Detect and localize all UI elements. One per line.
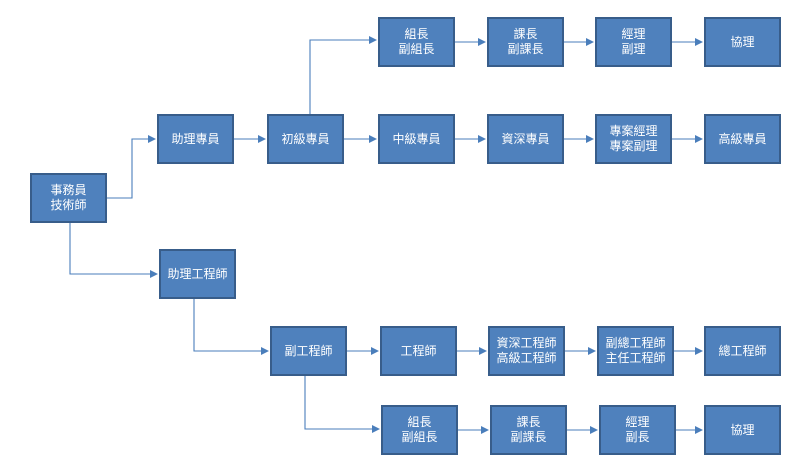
node-label-line: 高級工程師: [496, 351, 557, 365]
node-label-line: 助理工程師: [167, 266, 228, 281]
node-label-line: 副組長: [398, 42, 435, 56]
node-assistant-engineer: 助理工程師: [159, 249, 236, 299]
node-label-line: 中級專員: [392, 131, 441, 146]
node-label-line: 工程師: [400, 343, 437, 358]
node-label-line: 總工程師: [718, 343, 767, 358]
node-team-leader-engineering: 組長 副組長: [381, 405, 458, 455]
node-senior-engineer: 資深工程師 高級工程師: [488, 326, 565, 376]
connector-clerk-to-assistant-engineer: [69, 223, 158, 278]
node-label-line: 副組長: [401, 430, 438, 444]
node-label-line: 副理: [621, 42, 646, 56]
node-team-leader-admin: 組長 副組長: [378, 17, 455, 67]
node-label-line: 課長: [516, 415, 541, 429]
connector-junior-to-team-leader: [309, 36, 377, 114]
node-label-line: 初級專員: [281, 131, 330, 146]
node-label-line: 副課長: [507, 42, 544, 56]
node-label-line: 主任工程師: [605, 351, 666, 365]
node-label-line: 經理: [625, 415, 650, 429]
node-assistant-vp-admin: 協理: [704, 17, 781, 67]
node-label-line: 專案經理: [609, 124, 658, 138]
node-label-line: 專案副理: [609, 139, 658, 153]
node-section-chief-admin: 課長 副課長: [487, 17, 564, 67]
node-label-line: 課長: [513, 27, 538, 41]
connector-associate-to-team-leader-2: [304, 376, 380, 433]
node-section-chief-engineering: 課長 副課長: [490, 405, 567, 455]
node-label-line: 副課長: [510, 430, 547, 444]
node-label-line: 資深專員: [501, 131, 550, 146]
node-label-line: 協理: [730, 422, 755, 437]
node-label-line: 技術師: [50, 198, 87, 212]
node-associate-engineer: 副工程師: [270, 326, 347, 376]
node-clerk-technician: 事務員 技術師: [30, 173, 107, 223]
node-label-line: 組長: [407, 415, 432, 429]
node-label-line: 助理專員: [171, 131, 220, 146]
node-label-line: 高級專員: [718, 131, 767, 146]
node-chief-engineer: 總工程師: [704, 326, 781, 376]
node-assistant-vp-engineering: 協理: [704, 405, 781, 455]
node-deputy-chief-engineer: 副總工程師 主任工程師: [597, 326, 674, 376]
node-manager-engineering: 經理 副長: [599, 405, 676, 455]
connector-assistant-engineer-to-associate-engineer: [193, 299, 269, 355]
node-senior-specialist: 資深專員: [487, 114, 564, 164]
node-label-line: 副工程師: [284, 343, 333, 358]
node-project-manager: 專案經理 專案副理: [595, 114, 672, 164]
node-assistant-specialist: 助理專員: [157, 114, 234, 164]
node-label-line: 協理: [730, 34, 755, 49]
node-intermediate-specialist: 中級專員: [378, 114, 455, 164]
connector-clerk-to-assistant-specialist: [107, 135, 156, 199]
node-label-line: 副長: [625, 430, 650, 444]
node-label-line: 經理: [621, 27, 646, 41]
node-label-line: 副總工程師: [605, 336, 666, 350]
node-label-line: 組長: [404, 27, 429, 41]
node-principal-specialist: 高級專員: [704, 114, 781, 164]
node-junior-specialist: 初級專員: [267, 114, 344, 164]
node-engineer: 工程師: [380, 326, 457, 376]
node-label-line: 事務員: [50, 183, 87, 197]
node-manager-admin: 經理 副理: [595, 17, 672, 67]
node-label-line: 資深工程師: [496, 336, 557, 350]
